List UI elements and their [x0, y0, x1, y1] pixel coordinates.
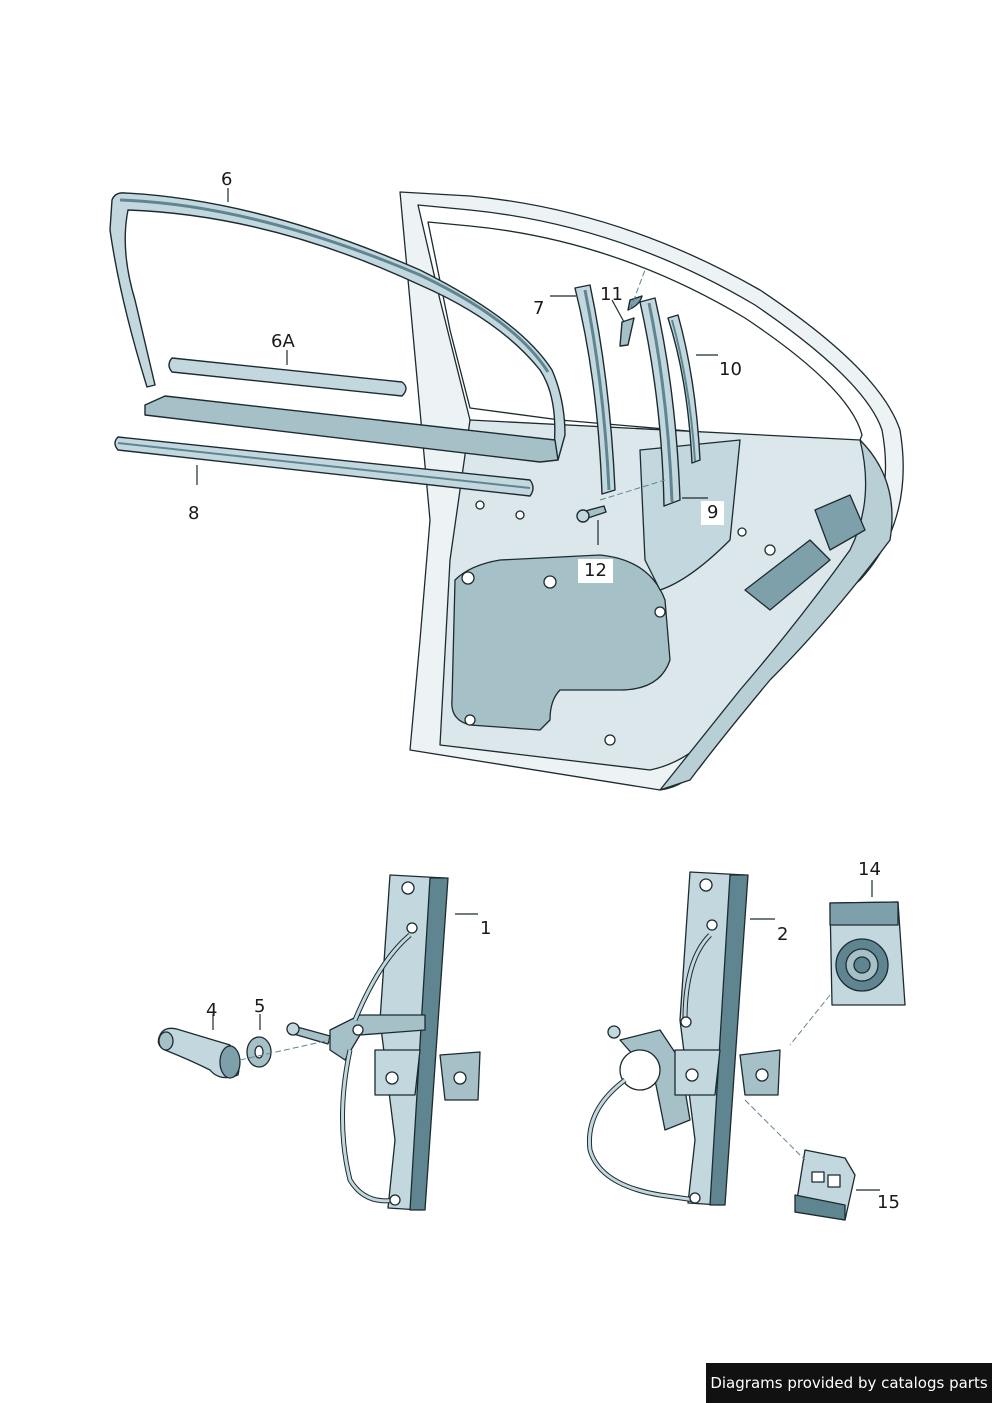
callout-11: 11 — [600, 284, 623, 305]
callout-6a: 6A — [271, 331, 295, 352]
rear-door-shell — [399, 191, 904, 791]
window-channel-guides — [574, 284, 701, 523]
callout-9: 9 — [701, 501, 725, 525]
callout-1: 1 — [480, 918, 492, 939]
callout-4: 4 — [206, 1000, 218, 1021]
window-regulator-manual — [286, 874, 481, 1211]
callout-7: 7 — [533, 298, 545, 319]
window-motor — [829, 901, 906, 1006]
crank-handle — [157, 1027, 241, 1079]
callout-leader-lines — [196, 188, 880, 1191]
washer — [246, 1036, 272, 1068]
callout-14: 14 — [858, 859, 881, 880]
callout-8: 8 — [188, 503, 200, 524]
catalog-credit-banner: Diagrams provided by catalogs parts — [706, 1363, 992, 1403]
window-seal-strips — [114, 357, 559, 497]
callout-15: 15 — [877, 1192, 900, 1213]
callout-6: 6 — [221, 169, 233, 190]
callout-12: 12 — [578, 559, 613, 583]
window-frame-seal — [109, 192, 566, 461]
callout-10: 10 — [719, 359, 742, 380]
control-unit — [794, 1149, 856, 1221]
callout-2: 2 — [777, 924, 789, 945]
callout-5: 5 — [254, 996, 266, 1017]
window-regulator-electric — [586, 871, 781, 1206]
